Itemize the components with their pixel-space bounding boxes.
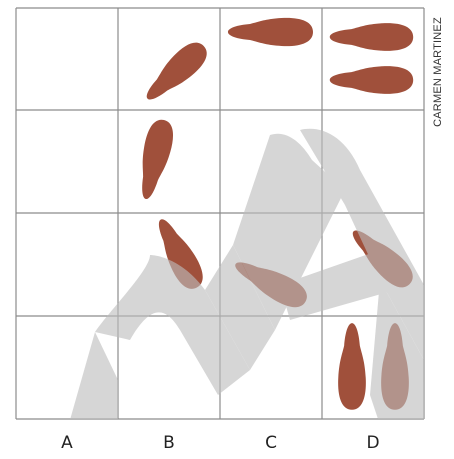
watermark-swash bbox=[74, 415, 102, 419]
footprint-left-1-d bbox=[329, 66, 414, 94]
watermark bbox=[70, 128, 424, 419]
column-label-d: D bbox=[366, 433, 380, 453]
watermark-n-diagonal bbox=[95, 255, 250, 395]
watermark-a-left bbox=[233, 133, 345, 330]
column-label-a: A bbox=[61, 433, 73, 453]
footprint-right-1-c bbox=[227, 17, 313, 47]
watermark-a-bar bbox=[280, 250, 395, 320]
photo-credit: CARMEN MARTINEZ bbox=[432, 17, 444, 127]
column-label-b: B bbox=[163, 433, 175, 453]
watermark-a-right bbox=[300, 128, 424, 360]
column-label-c: C bbox=[265, 433, 277, 453]
footprint-right-1-b bbox=[138, 36, 213, 109]
footprint-left-4-d bbox=[338, 323, 366, 410]
watermark-n-stroke bbox=[70, 332, 118, 419]
footprint-right-1-d bbox=[329, 23, 414, 51]
watermark-a-tail bbox=[370, 280, 424, 419]
watermark-n-right bbox=[205, 245, 275, 370]
footprint-left-2-b bbox=[132, 117, 178, 202]
